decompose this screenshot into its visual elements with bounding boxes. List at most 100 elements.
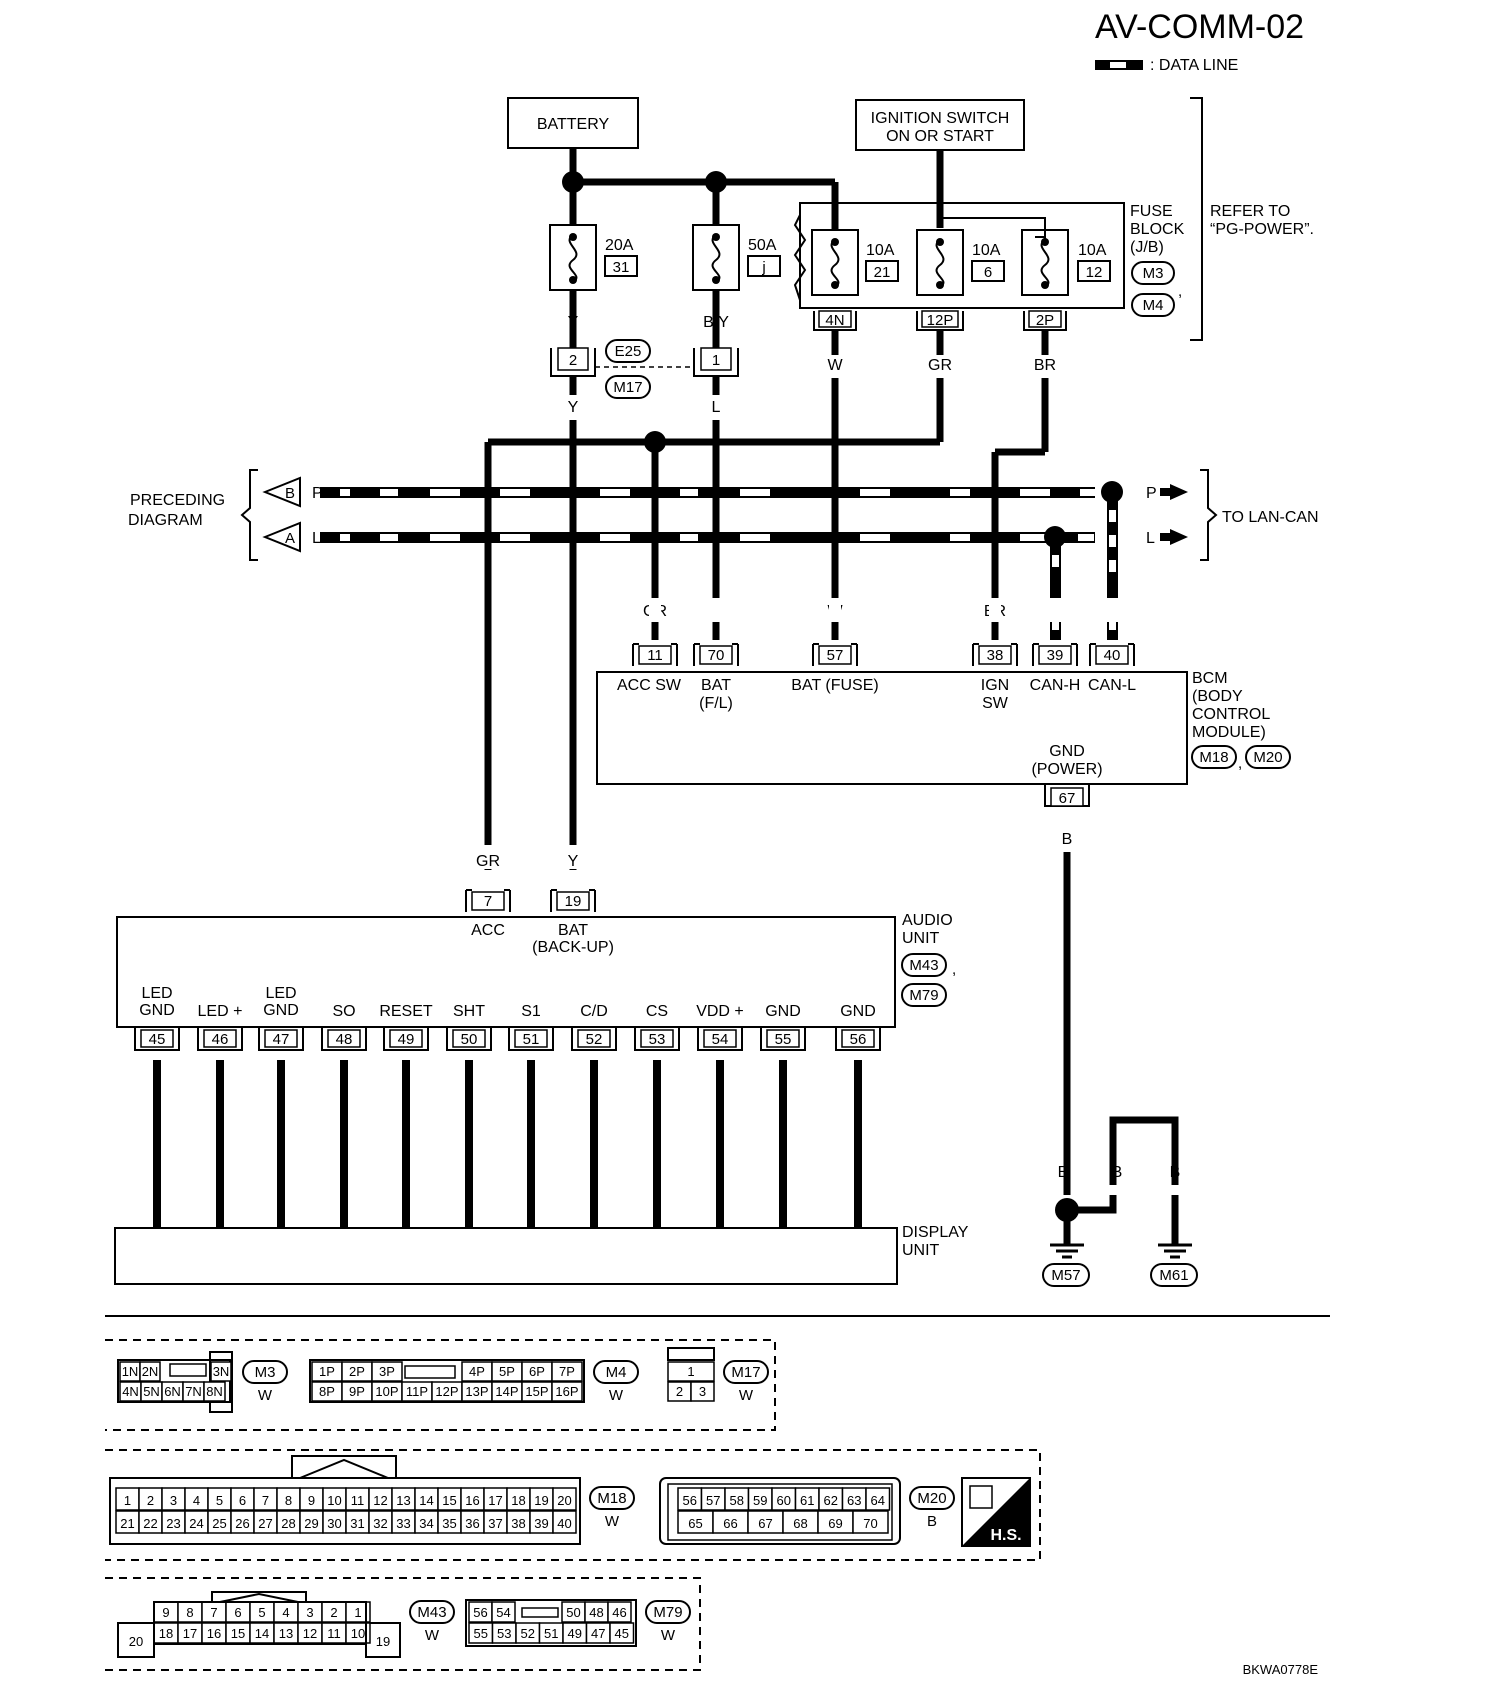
audio-pin-label-49: RESET bbox=[379, 1003, 433, 1020]
audio-pin-label-56: GND bbox=[840, 1003, 876, 1020]
m18-cell: 28 bbox=[281, 1516, 295, 1531]
fb-terminal-12p: 12P bbox=[916, 310, 964, 331]
m18-cell: 8 bbox=[285, 1493, 292, 1508]
m20-cell: 64 bbox=[871, 1493, 885, 1508]
m79-cell: 55 bbox=[474, 1626, 488, 1641]
preceding-diagram-1: PRECEDING bbox=[130, 492, 225, 509]
m43-cell: 12 bbox=[303, 1626, 317, 1641]
m79-cell: 56 bbox=[473, 1605, 487, 1620]
bcm-pin-67: 67 bbox=[1044, 784, 1090, 807]
bcm-pin-label-70: (F/L) bbox=[699, 695, 733, 712]
ground-m57: M57 bbox=[1051, 1267, 1080, 1284]
wire-y-2: Y bbox=[568, 399, 579, 416]
bcm-box bbox=[596, 671, 1188, 785]
svg-text:50: 50 bbox=[461, 1031, 478, 1048]
audio-pin-label-19: BAT bbox=[558, 922, 588, 939]
audio-pin-label-55: GND bbox=[765, 1003, 801, 1020]
m18-cell: 7 bbox=[262, 1493, 269, 1508]
svg-text:38: 38 bbox=[987, 647, 1004, 664]
m18-cell: 39 bbox=[534, 1516, 548, 1531]
data-line-legend-label: : DATA LINE bbox=[1150, 57, 1238, 74]
m18-cell: 10 bbox=[327, 1493, 341, 1508]
audio-pin-label-48: SO bbox=[332, 1003, 355, 1020]
svg-text:12P: 12P bbox=[927, 312, 954, 329]
svg-text:19: 19 bbox=[376, 1634, 390, 1649]
m4-cell: 13P bbox=[465, 1384, 488, 1399]
data-line-legend: : DATA LINE bbox=[1095, 57, 1238, 74]
audio-pin-label-19: (BACK-UP) bbox=[532, 939, 614, 956]
m20-cell: 63 bbox=[847, 1493, 861, 1508]
bcm-pin-39: 39 bbox=[1032, 643, 1078, 666]
fuse-20a: 20A 31 bbox=[549, 224, 638, 291]
m18-cell: 20 bbox=[557, 1493, 571, 1508]
ignition-label-1: IGNITION SWITCH bbox=[871, 110, 1010, 127]
diagram-title: AV-COMM-02 bbox=[1095, 8, 1304, 46]
ground-wiring: B B B M57 M61 bbox=[1042, 852, 1198, 1287]
m3-cell: 5N bbox=[143, 1384, 160, 1399]
svg-text:P: P bbox=[1146, 485, 1157, 502]
audio-title-1: AUDIO bbox=[902, 912, 953, 929]
svg-text:54: 54 bbox=[712, 1031, 729, 1048]
fuse-block-label-1: FUSE bbox=[1130, 203, 1173, 220]
m18-cell: 29 bbox=[304, 1516, 318, 1531]
m4-cell: 4P bbox=[469, 1364, 485, 1379]
audio-pin-label-50: SHT bbox=[453, 1003, 485, 1020]
m4-cell: 6P bbox=[529, 1364, 545, 1379]
display-unit-box bbox=[114, 1227, 898, 1285]
battery-label: BATTERY bbox=[537, 116, 610, 133]
m20-cell: 66 bbox=[723, 1516, 737, 1531]
m79-cell: 48 bbox=[589, 1605, 603, 1620]
audio-conn-m79: M79 bbox=[909, 987, 938, 1004]
fuse-10a-12: 10A 12 bbox=[1021, 229, 1111, 296]
ground-m61: M61 bbox=[1159, 1267, 1188, 1284]
to-lan-can: TO LAN-CAN bbox=[1222, 509, 1319, 526]
audio-top-wire-19: Y bbox=[568, 853, 579, 870]
m3-id: M3 bbox=[255, 1364, 276, 1381]
svg-text:48: 48 bbox=[336, 1031, 353, 1048]
m79-cell: 47 bbox=[591, 1626, 605, 1641]
m20-cell: 60 bbox=[777, 1493, 791, 1508]
m43-cell: 11 bbox=[327, 1626, 341, 1641]
m4-cell: 8P bbox=[319, 1384, 335, 1399]
audio-pin-label-54: VDD + bbox=[696, 1003, 744, 1020]
svg-text:67: 67 bbox=[1059, 790, 1076, 807]
m4-color: W bbox=[609, 1387, 624, 1404]
svg-text:B: B bbox=[1170, 1164, 1181, 1181]
wire-br-1: BR bbox=[1034, 357, 1056, 374]
wire-w-1: W bbox=[827, 357, 843, 374]
svg-text:20: 20 bbox=[129, 1634, 143, 1649]
m18-cell: 4 bbox=[193, 1493, 200, 1508]
m18-cell: 22 bbox=[143, 1516, 157, 1531]
m20-cell: 56 bbox=[683, 1493, 697, 1508]
audio-pin-19: 19 bbox=[550, 889, 596, 912]
svg-text:39: 39 bbox=[1047, 647, 1064, 664]
wire-gr-1: GR bbox=[928, 357, 952, 374]
bcm-pin-57: 57 bbox=[812, 643, 858, 666]
fuse-10a-6: 10A 6 bbox=[916, 229, 1005, 296]
audio-pin-label-51: S1 bbox=[521, 1003, 541, 1020]
fuse-block-conn-m3: M3 bbox=[1143, 265, 1164, 282]
display-title-1: DISPLAY bbox=[902, 1224, 969, 1241]
m18-cell: 36 bbox=[465, 1516, 479, 1531]
audio-conn-m43: M43 bbox=[909, 957, 938, 974]
m20-color: B bbox=[927, 1513, 937, 1530]
m43-cell: 17 bbox=[183, 1626, 197, 1641]
m3-cell: 8N bbox=[206, 1384, 223, 1399]
refer-to-1: REFER TO bbox=[1210, 203, 1290, 220]
m18-cell: 12 bbox=[373, 1493, 387, 1508]
audio-pin-50: 50 SHT bbox=[446, 1003, 492, 1228]
m18-cell: 31 bbox=[350, 1516, 364, 1531]
m4-cell: 16P bbox=[555, 1384, 578, 1399]
m4-cell: 14P bbox=[495, 1384, 518, 1399]
m4-cell: 11P bbox=[406, 1384, 428, 1399]
bcm-title-2: (BODY bbox=[1192, 688, 1243, 705]
m43-cell: 16 bbox=[207, 1626, 221, 1641]
m18-cell: 16 bbox=[465, 1493, 479, 1508]
audio-pin-52: 52C/D bbox=[571, 1003, 617, 1228]
fb-terminal-4n: 4N bbox=[813, 310, 857, 331]
